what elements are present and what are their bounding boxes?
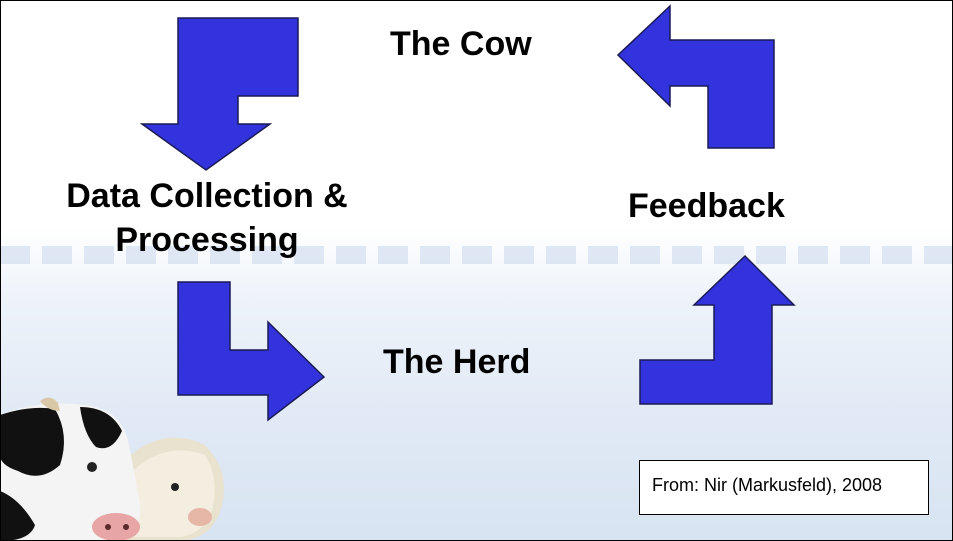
cow-image	[0, 397, 141, 541]
arrow-cow-to-data	[139, 17, 299, 171]
background-band	[0, 246, 953, 264]
arrow-herd-to-feedback	[639, 254, 796, 405]
node-the-cow: The Cow	[390, 25, 532, 63]
citation-box: From: Nir (Markusfeld), 2008	[639, 460, 929, 515]
arrow-feedback-to-cow	[616, 4, 775, 149]
arrow-data-to-herd	[177, 281, 326, 422]
cow-and-sheep-illustration	[0, 397, 224, 541]
node-data-collection: Data Collection & Processing	[66, 177, 348, 260]
node-feedback: Feedback	[628, 187, 785, 225]
node-the-herd: The Herd	[383, 343, 531, 381]
